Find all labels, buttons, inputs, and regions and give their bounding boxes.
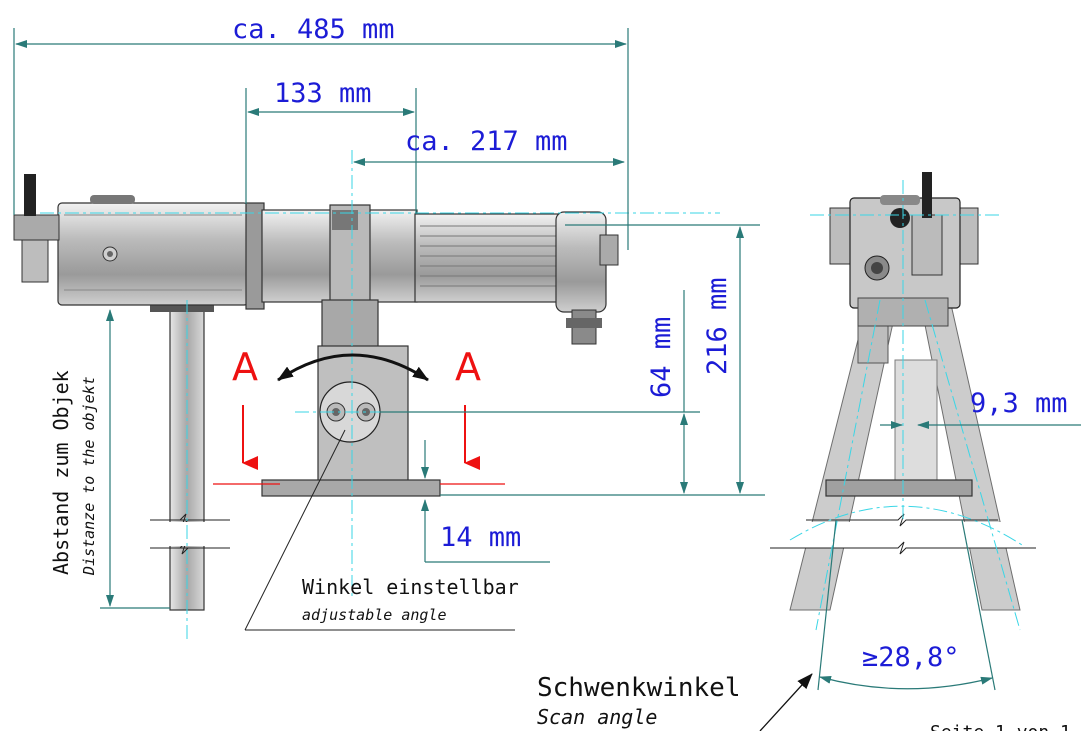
scan-label-en: Scan angle: [537, 705, 657, 729]
section-label-left: A: [232, 345, 258, 389]
page-number: Seite 1 von 1: [930, 722, 1071, 731]
front-center-lines: [789, 180, 1023, 631]
dim-scan-angle: ≥28,8°: [817, 519, 996, 691]
dim-pivot-height: 64 mm: [380, 290, 700, 494]
dim-mount-offset-text: 133 mm: [274, 78, 372, 109]
housing-front: [261, 204, 619, 345]
dim-total-height-text: 216 mm: [702, 277, 733, 375]
dim-front-length-text: ca. 217 mm: [405, 126, 568, 157]
scan-angle-leader: Schwenkwinkel Scan angle: [537, 673, 813, 731]
dim-leg-offset-text: 9,3 mm: [970, 388, 1068, 419]
front-housing: [829, 172, 979, 364]
swing-arrow: [277, 353, 429, 382]
distance-label-de: Abstand zum Objek: [49, 370, 73, 575]
side-view: A A ca. 485 mm 133 mm ca. 217 mm 216 mm: [13, 14, 765, 640]
dim-total-height: 216 mm: [440, 224, 765, 496]
dim-base-thickness-text: 14 mm: [440, 522, 521, 553]
section-label-right: A: [455, 345, 481, 389]
section-markers: A A: [213, 345, 505, 485]
tripod-legs: [789, 299, 1021, 611]
dim-overall-length-text: ca. 485 mm: [232, 14, 395, 45]
support-rod: [150, 300, 230, 611]
dim-mount-offset: 133 mm: [245, 78, 417, 214]
dim-leg-offset: 9,3 mm: [880, 388, 1081, 429]
angle-leader: Winkel einstellbar adjustable angle: [244, 429, 519, 631]
angle-label-de: Winkel einstellbar: [302, 575, 519, 599]
front-base-plate: [825, 479, 973, 497]
dim-object-distance: Abstand zum Objek Distanze to the objekt: [49, 309, 170, 609]
dim-base-thickness: 14 mm: [421, 440, 550, 563]
flange: [245, 202, 265, 310]
angle-label-en: adjustable angle: [302, 606, 447, 624]
scan-label-de: Schwenkwinkel: [537, 673, 741, 703]
front-view: 9,3 mm ≥28,8° Schwenkwinkel Scan angle S…: [537, 172, 1081, 731]
pivot-mount: [261, 299, 441, 497]
housing-rear: [13, 174, 249, 306]
dim-pivot-height-text: 64 mm: [646, 317, 677, 398]
dim-scan-angle-text: ≥28,8°: [862, 642, 960, 673]
distance-label-en: Distanze to the objekt: [80, 376, 98, 576]
dim-overall-length: ca. 485 mm: [13, 14, 629, 250]
dim-front-length: ca. 217 mm: [353, 126, 625, 166]
